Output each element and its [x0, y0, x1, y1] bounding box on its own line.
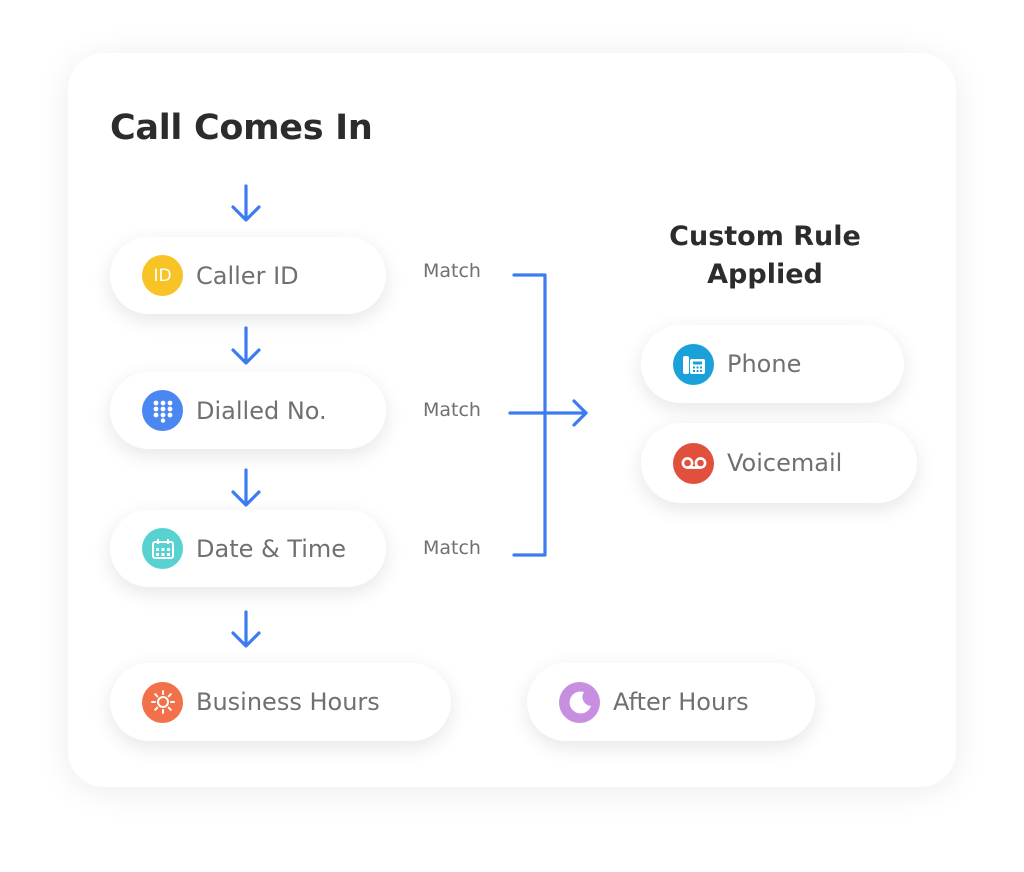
match-bracket [512, 273, 547, 557]
sun-icon [142, 681, 183, 723]
condition-dialled-number: Dialled No. [110, 372, 386, 449]
match-label-dialled-number: Match [423, 399, 481, 421]
outcome-label: Phone [727, 350, 802, 378]
page-title: Call Comes In [110, 108, 373, 148]
after-hours-label: After Hours [613, 688, 749, 716]
down-arrow-2 [231, 326, 261, 365]
moon-icon [559, 681, 600, 723]
custom-rule-heading: Custom Rule Applied [669, 221, 861, 290]
id-icon: ID [142, 255, 183, 296]
condition-label: Caller ID [196, 261, 299, 290]
voicemail-icon [673, 442, 714, 484]
outcome-label: Voicemail [727, 449, 843, 477]
condition-date-time: Date & Time [110, 510, 386, 587]
condition-label: Dialled No. [196, 396, 327, 425]
condition-label: Date & Time [196, 534, 347, 563]
down-arrow-1 [231, 184, 261, 222]
match-label-date-time: Match [423, 537, 481, 559]
keypad-icon [142, 390, 183, 431]
outcome-phone: Phone [641, 325, 904, 403]
match-label-caller-id: Match [423, 260, 481, 282]
phone-icon [673, 343, 714, 385]
id-icon-text: ID [153, 265, 172, 286]
business-hours-label: Business Hours [196, 688, 380, 716]
down-arrow-3 [231, 468, 261, 507]
right-arrow-head [572, 399, 588, 427]
business-hours: Business Hours [110, 663, 451, 741]
condition-caller-id: ID Caller ID [110, 237, 386, 314]
calendar-icon [142, 528, 183, 569]
after-hours: After Hours [527, 663, 815, 741]
down-arrow-4 [231, 610, 261, 648]
outcome-voicemail: Voicemail [641, 423, 917, 503]
